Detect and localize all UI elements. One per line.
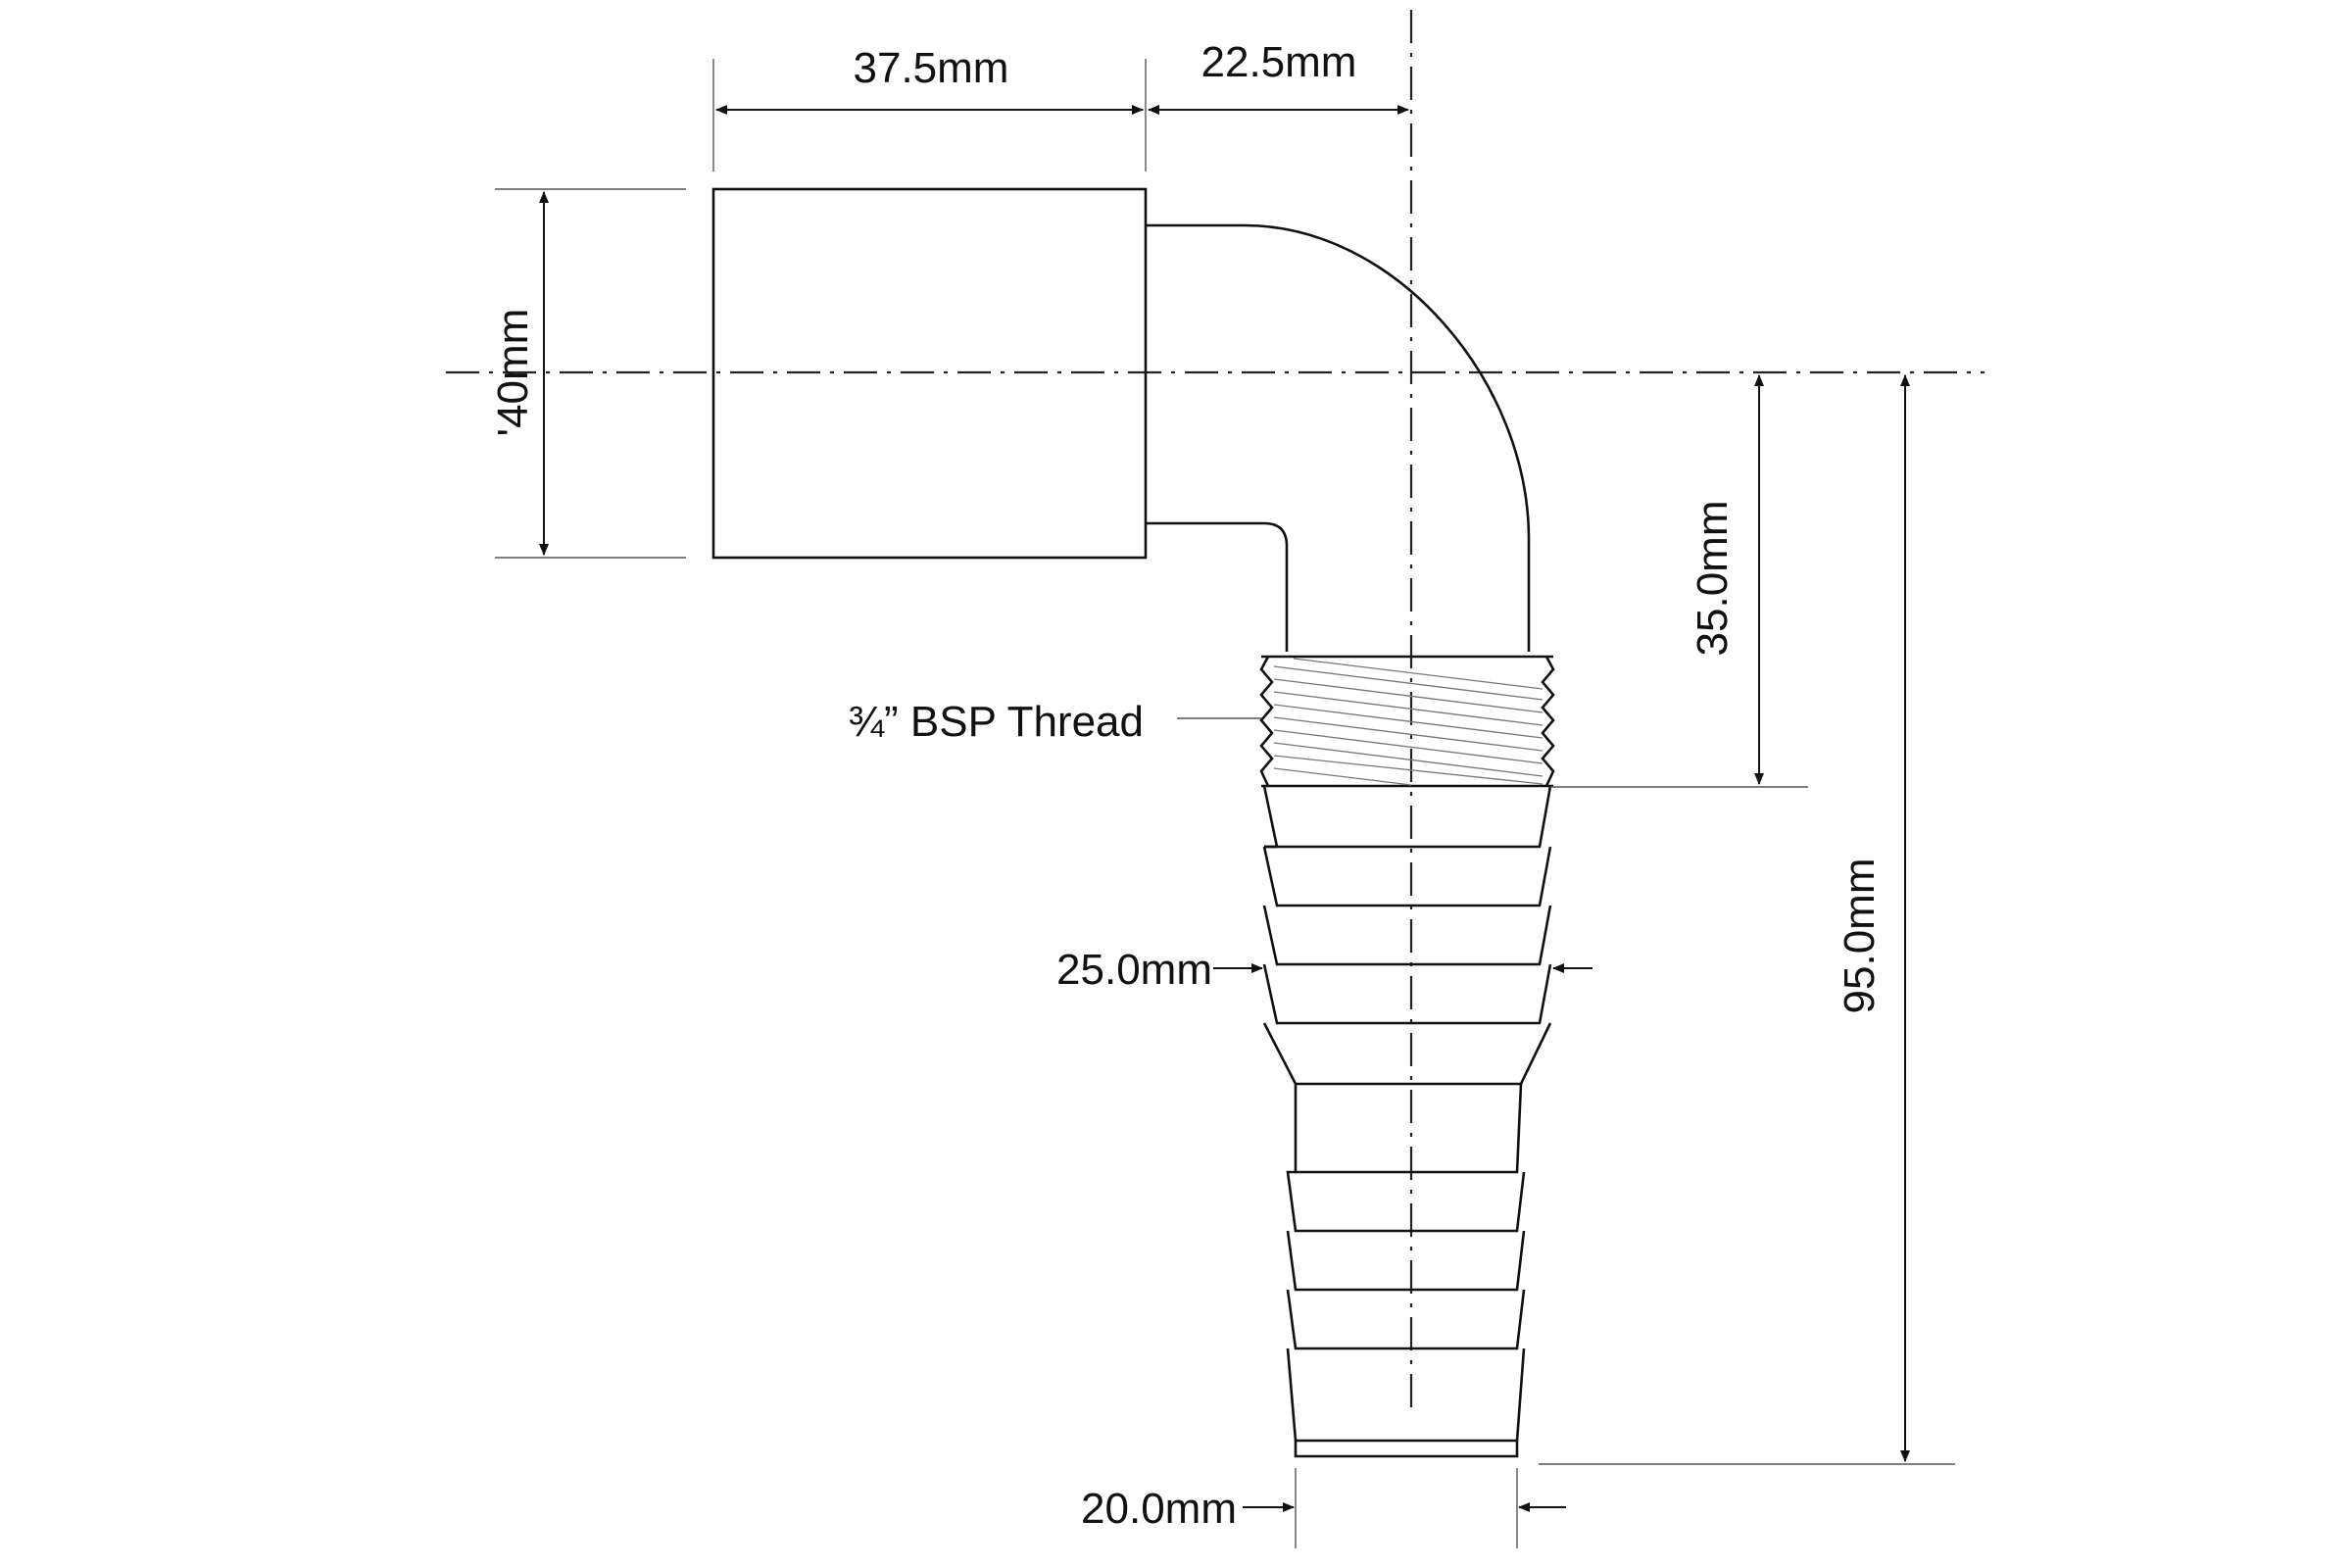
extension-lines (495, 59, 1955, 1548)
hose-barbs-large (1262, 785, 1552, 1086)
label-35-0mm: 35.0mm (1689, 501, 1737, 657)
elbow-inner-curve (1146, 521, 1289, 652)
label-95-0mm: 95.0mm (1836, 858, 1884, 1014)
bsp-thread-section (1259, 655, 1555, 788)
label-22-5mm: 22.5mm (1201, 38, 1357, 86)
socket-body (711, 187, 1148, 560)
label-37-5mm: 37.5mm (854, 44, 1009, 92)
label-20-0mm: 20.0mm (1081, 1485, 1237, 1533)
hose-barbs-small (1286, 1083, 1526, 1458)
label-bsp-thread: ¾” BSP Thread (848, 698, 1144, 746)
label-40mm: '40mm (489, 309, 537, 437)
label-25-0mm: 25.0mm (1056, 946, 1212, 994)
elbow-outer-curve (1146, 223, 1531, 652)
